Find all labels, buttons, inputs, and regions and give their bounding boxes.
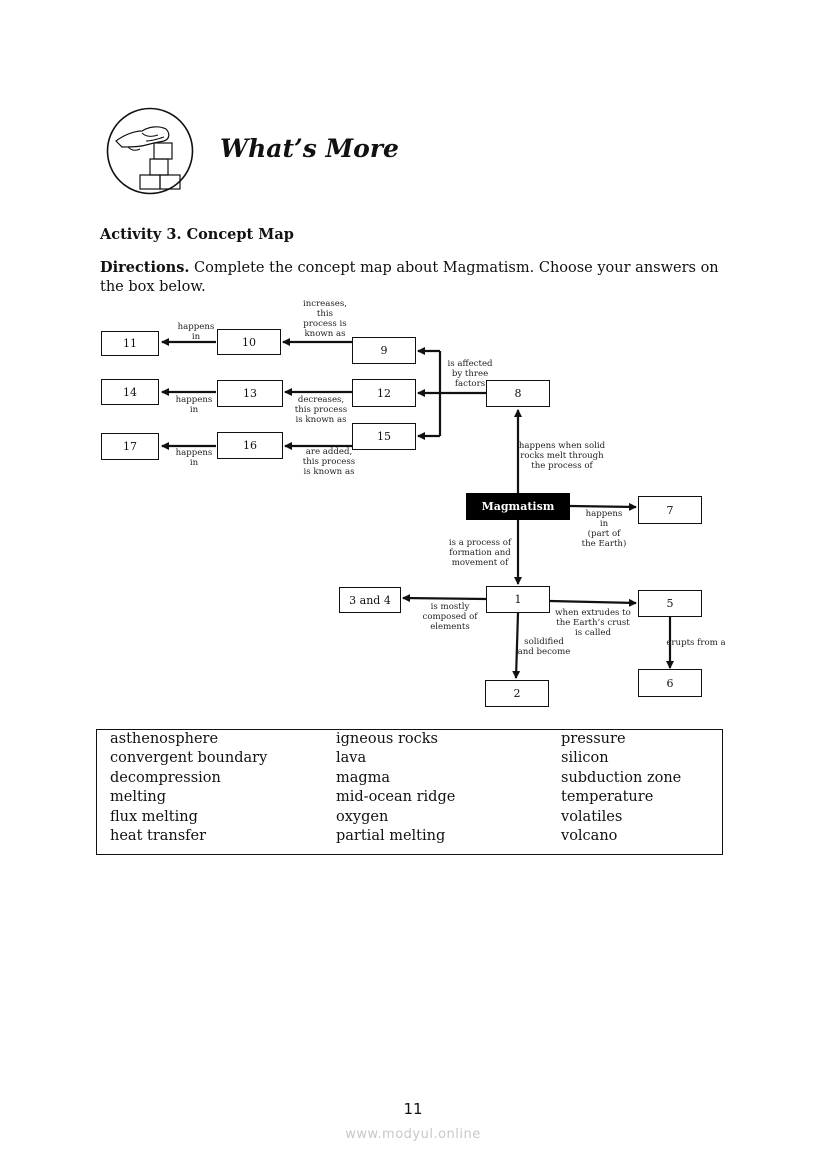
label-increases: increases, this process is known as: [302, 299, 348, 339]
directions: Directions. Complete the concept map abo…: [100, 258, 730, 297]
map-box-3-and-4: 3 and 4: [339, 587, 401, 613]
map-box-15: 15: [352, 423, 416, 450]
hand-stacking-blocks-icon: [106, 107, 194, 195]
map-box-1: 1: [486, 586, 550, 613]
word-bank-item: silicon: [561, 750, 609, 767]
concept-map-connectors: [161, 338, 674, 679]
map-box-9: 9: [352, 337, 416, 364]
word-bank-item: lava: [336, 750, 367, 767]
word-bank-item: volatiles: [561, 808, 623, 825]
word-bank-column-1: asthenosphere convergent boundary decomp…: [110, 730, 267, 846]
word-bank-item: temperature: [561, 789, 654, 806]
label-affected-by-factors: is affected by three factors: [447, 359, 493, 389]
magmatism-center-node: Magmatism: [466, 493, 570, 520]
word-bank-item: volcano: [561, 828, 618, 845]
map-box-16: 16: [217, 432, 283, 459]
map-box-14: 14: [101, 379, 159, 405]
label-when-extrudes: when extrudes to the Earth’s crust is ca…: [555, 608, 631, 638]
map-box-10: 10: [217, 329, 281, 355]
map-box-2: 2: [485, 680, 549, 707]
directions-text: Complete the concept map about Magmatism…: [100, 260, 719, 295]
word-bank-item: asthenosphere: [110, 731, 219, 747]
map-box-12: 12: [352, 379, 416, 407]
label-mostly-composed: is mostly composed of elements: [422, 602, 478, 632]
map-box-7: 7: [638, 496, 702, 524]
word-bank-item: decompression: [110, 769, 221, 786]
label-erupts-from: erupts from a: [666, 638, 726, 648]
word-bank-item: magma: [336, 769, 391, 786]
page-number: 11: [403, 1100, 423, 1118]
directions-label: Directions.: [100, 259, 190, 276]
word-bank: asthenosphere convergent boundary decomp…: [96, 729, 723, 855]
map-box-17: 17: [101, 433, 159, 460]
map-box-6: 6: [638, 669, 702, 697]
map-box-11: 11: [101, 331, 159, 356]
label-happens-when: happens when solid rocks melt through th…: [518, 441, 606, 471]
activity-title: Activity 3. Concept Map: [100, 226, 294, 243]
label-happens-in-17: happens in: [175, 448, 213, 468]
word-bank-item: subduction zone: [561, 769, 682, 786]
watermark: www.modyul.online: [345, 1127, 481, 1142]
word-bank-item: partial melting: [336, 828, 446, 845]
label-happens-in-11: happens in: [177, 322, 215, 342]
word-bank-item: flux melting: [110, 808, 198, 825]
word-bank-column-2: igneous rocks lava magma mid-ocean ridge…: [336, 730, 455, 846]
label-happens-in-part: happens in (part of the Earth): [581, 509, 627, 549]
map-box-8: 8: [486, 380, 550, 407]
label-solidified: solidified and become: [517, 637, 571, 657]
word-bank-item: melting: [110, 789, 167, 806]
word-bank-item: convergent boundary: [110, 750, 268, 767]
word-bank-item: oxygen: [336, 808, 389, 825]
label-decreases: decreases, this process is known as: [294, 395, 348, 425]
word-bank-item: igneous rocks: [336, 731, 438, 747]
label-are-added: are added, this process is known as: [302, 447, 356, 477]
word-bank-column-3: pressure silicon subduction zone tempera…: [561, 730, 681, 846]
label-happens-in-14: happens in: [175, 395, 213, 415]
label-process-of: is a process of formation and movement o…: [448, 538, 512, 568]
word-bank-item: heat transfer: [110, 828, 207, 845]
word-bank-item: pressure: [561, 731, 626, 747]
word-bank-item: mid-ocean ridge: [336, 789, 456, 806]
map-box-5: 5: [638, 590, 702, 617]
map-box-13: 13: [217, 380, 283, 407]
section-title: What’s More: [220, 134, 399, 163]
